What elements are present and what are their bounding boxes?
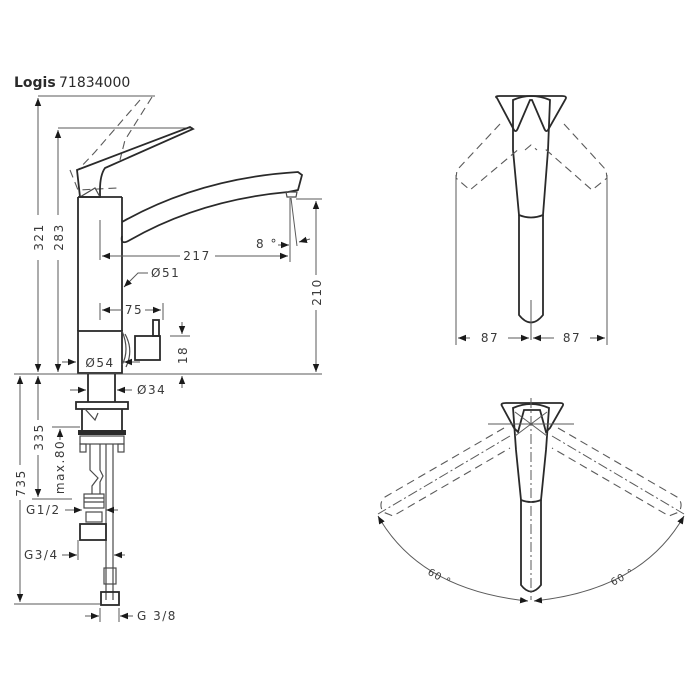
dim-reach: 217 <box>183 249 210 263</box>
dim-right-angle: 60 ° <box>609 567 636 588</box>
top-view: 87 87 <box>455 95 608 345</box>
dim-spout-angle: 8 ° <box>256 237 278 251</box>
dim-total-length: 735 <box>14 469 28 496</box>
dim-spout-height: 283 <box>52 223 66 250</box>
dim-thread-g3-8: G 3/8 <box>137 609 177 623</box>
dim-shank-diameter: Ø34 <box>137 383 166 397</box>
dim-max-counter: max.80 <box>53 440 67 494</box>
product-title: Logis 71834000 <box>14 75 130 91</box>
side-view: 321 283 217 8 ° 210 Ø51 75 18 <box>14 95 324 623</box>
dim-right-reach: 87 <box>563 331 581 345</box>
swivel-view: 60 ° 60 ° <box>377 398 685 604</box>
dim-left-angle: 60 ° <box>426 567 453 588</box>
dim-lever-offset: 75 <box>125 303 143 317</box>
dim-total-height: 321 <box>32 223 46 250</box>
dim-shank-length: 335 <box>32 423 46 450</box>
dim-left-reach: 87 <box>481 331 499 345</box>
dim-outlet-height: 210 <box>310 278 324 305</box>
dim-body-diameter: Ø51 <box>151 266 180 280</box>
dim-base-diameter: Ø54 <box>85 356 114 370</box>
series-name: Logis <box>14 75 56 91</box>
dim-thread-g1-2: G1/2 <box>26 503 61 517</box>
model-number: 71834000 <box>59 75 130 91</box>
dim-thread-g3-4: G3/4 <box>24 548 59 562</box>
dim-lever-height: 18 <box>176 346 190 364</box>
